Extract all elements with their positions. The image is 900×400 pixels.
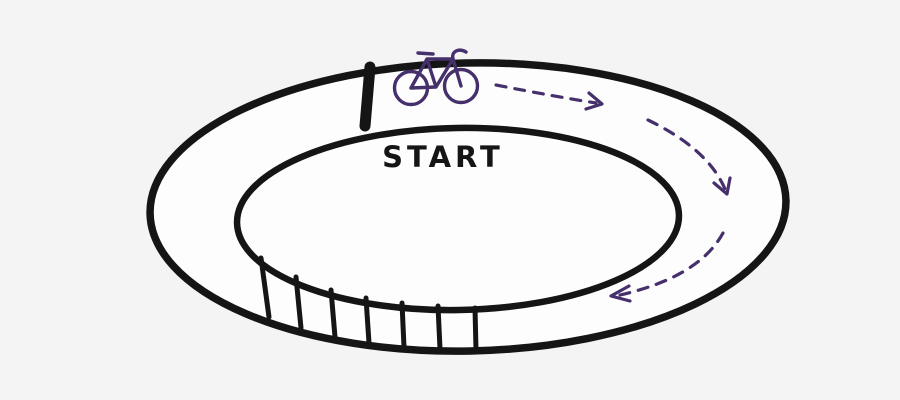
lap-stripes — [258, 255, 479, 353]
direction-arrow-bottom — [618, 231, 725, 297]
lap-stripe — [363, 295, 372, 346]
arrow-head-right-icon — [712, 176, 732, 196]
bicycle-handlebar — [451, 48, 468, 61]
bicycle-frame — [409, 57, 463, 90]
inner-track-edge — [233, 124, 683, 314]
lap-stripe — [258, 255, 272, 320]
lap-stripe — [328, 287, 338, 340]
bicycle-icon — [392, 48, 480, 107]
lap-stripe — [293, 274, 304, 331]
direction-arrow-right — [646, 118, 727, 191]
arrow-head-bottom-icon — [609, 284, 632, 303]
lap-stripe — [399, 300, 407, 350]
start-label: START — [382, 140, 504, 174]
track-oval — [146, 59, 790, 355]
bicycle-front-wheel — [442, 67, 480, 105]
bicycle-seat — [416, 51, 435, 56]
direction-arrows — [494, 83, 732, 303]
lap-stripe — [435, 303, 443, 352]
arrow-head-top-icon — [584, 91, 604, 111]
lap-stripe — [472, 305, 479, 353]
start-line — [359, 61, 376, 132]
